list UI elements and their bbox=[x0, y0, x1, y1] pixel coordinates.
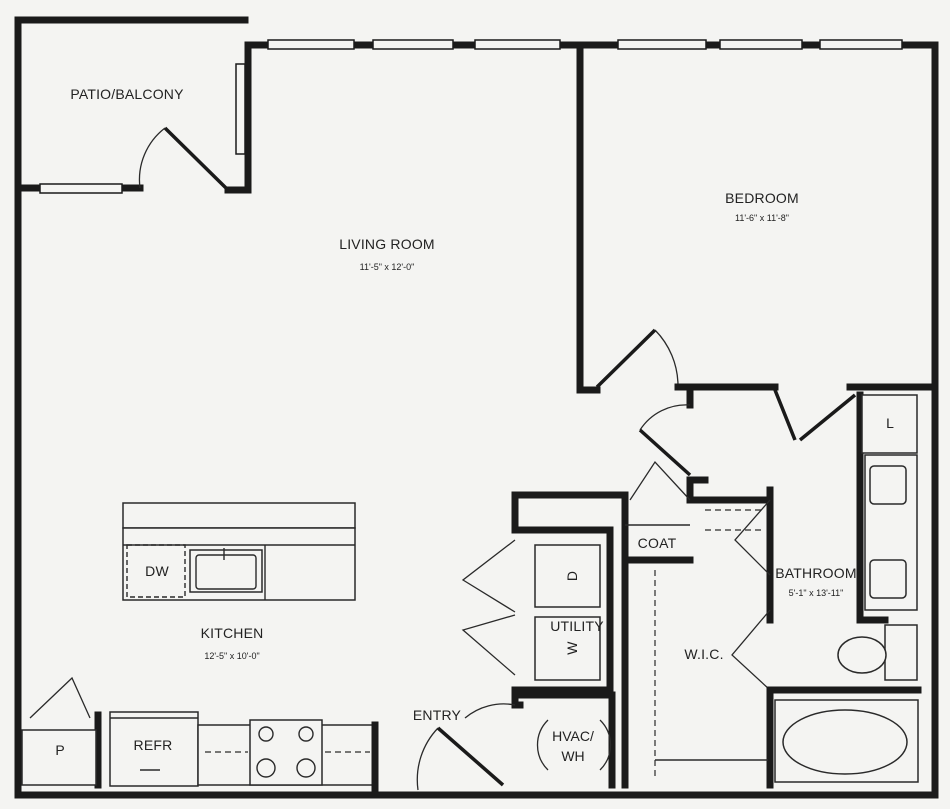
patio-door bbox=[138, 126, 228, 190]
pantry bbox=[21, 676, 97, 786]
kitchen-counter bbox=[94, 711, 379, 794]
linen-closet-label: L bbox=[886, 415, 894, 431]
living-room-label: LIVING ROOM bbox=[339, 236, 435, 252]
wic-label: W.I.C. bbox=[684, 646, 724, 662]
patio-label: PATIO/BALCONY bbox=[70, 86, 184, 102]
pantry-label: P bbox=[55, 742, 65, 758]
utility-label: UTILITY bbox=[550, 618, 604, 634]
hvac-label-line1: HVAC/ bbox=[552, 728, 594, 744]
wic-doors bbox=[731, 499, 771, 691]
bedroom-walls bbox=[576, 44, 939, 409]
bathroom-dims: 5'-1" x 13'-11" bbox=[788, 588, 844, 598]
living-room-dims: 11'-5" x 12'-0" bbox=[359, 262, 415, 272]
kitchen-dims: 12'-5" x 10'-0" bbox=[204, 651, 260, 661]
refrigerator-label: REFR bbox=[133, 737, 173, 753]
hvac-unit bbox=[536, 719, 612, 771]
kitchen-label: KITCHEN bbox=[200, 625, 264, 641]
windows bbox=[39, 39, 903, 194]
bedroom-label: BEDROOM bbox=[725, 190, 799, 206]
dishwasher-label: DW bbox=[145, 563, 169, 579]
coat-closet-door bbox=[625, 460, 691, 526]
entry-door bbox=[416, 703, 516, 791]
bathroom-label: BATHROOM bbox=[775, 565, 857, 581]
washer-dryer bbox=[534, 544, 601, 681]
bedroom-dims: 11'-6" x 11'-8" bbox=[734, 213, 790, 223]
interior-walls bbox=[511, 389, 864, 789]
wic-shelving bbox=[654, 509, 768, 780]
washer-label: W bbox=[564, 641, 580, 655]
hvac-label-line2: WH bbox=[561, 748, 585, 764]
bathroom-fixtures bbox=[766, 394, 922, 783]
coat-label: COAT bbox=[637, 535, 677, 551]
kitchen-island bbox=[122, 502, 356, 601]
utility-doors bbox=[461, 539, 516, 676]
dryer-label: D bbox=[564, 570, 580, 582]
entry-label: ENTRY bbox=[412, 707, 462, 723]
